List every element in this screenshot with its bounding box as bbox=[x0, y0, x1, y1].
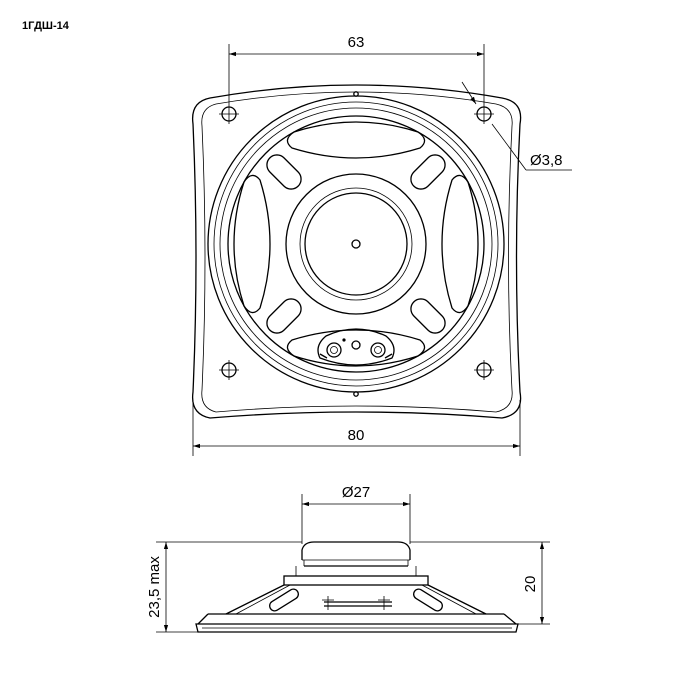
basket-ring bbox=[227, 115, 485, 373]
dimension-23-5: 23,5 max bbox=[146, 541, 302, 633]
dim-27-label: Ø27 bbox=[342, 484, 370, 501]
dim-20-label: 20 bbox=[522, 576, 539, 593]
basket-window-top bbox=[286, 121, 426, 159]
mounting-holes bbox=[219, 104, 494, 380]
dimension-hole-diameter: Ø3,8 bbox=[461, 81, 572, 171]
bottom-mark bbox=[353, 391, 359, 397]
dim-80-label: 80 bbox=[348, 427, 365, 444]
magnet-outer bbox=[285, 173, 427, 315]
dimension-20: 20 bbox=[410, 541, 550, 625]
diagonal-slots bbox=[266, 154, 446, 334]
side-view bbox=[195, 541, 519, 633]
top-mark bbox=[353, 91, 359, 97]
basket-window-bottom bbox=[286, 329, 426, 367]
frame-outline bbox=[191, 84, 522, 419]
side-rim bbox=[195, 623, 519, 633]
terminal-block bbox=[317, 328, 395, 366]
outer-ring bbox=[207, 95, 505, 393]
side-backplate bbox=[283, 575, 429, 586]
side-magnet bbox=[301, 541, 411, 560]
drawing-title: 1ГДШ-14 bbox=[22, 20, 69, 32]
dimension-63: 63 bbox=[228, 34, 485, 104]
outer-ring-inner bbox=[213, 101, 499, 387]
basket-window-left bbox=[233, 174, 271, 314]
dimension-27: Ø27 bbox=[301, 484, 411, 544]
dim-23-5-label: 23,5 max bbox=[146, 556, 163, 618]
cone-ring bbox=[219, 107, 493, 381]
side-basket bbox=[225, 584, 487, 615]
basket-window-right bbox=[441, 174, 479, 314]
magnet-ring-inner bbox=[304, 192, 408, 296]
side-terminals bbox=[322, 596, 392, 610]
frame-inner-outline bbox=[201, 91, 513, 413]
center-dot bbox=[351, 239, 361, 249]
front-view bbox=[191, 84, 522, 419]
dim-63-label: 63 bbox=[348, 34, 365, 51]
magnet-ring bbox=[299, 187, 413, 301]
dimension-80: 80 bbox=[192, 400, 521, 456]
dim-hole-label: Ø3,8 bbox=[530, 152, 563, 169]
